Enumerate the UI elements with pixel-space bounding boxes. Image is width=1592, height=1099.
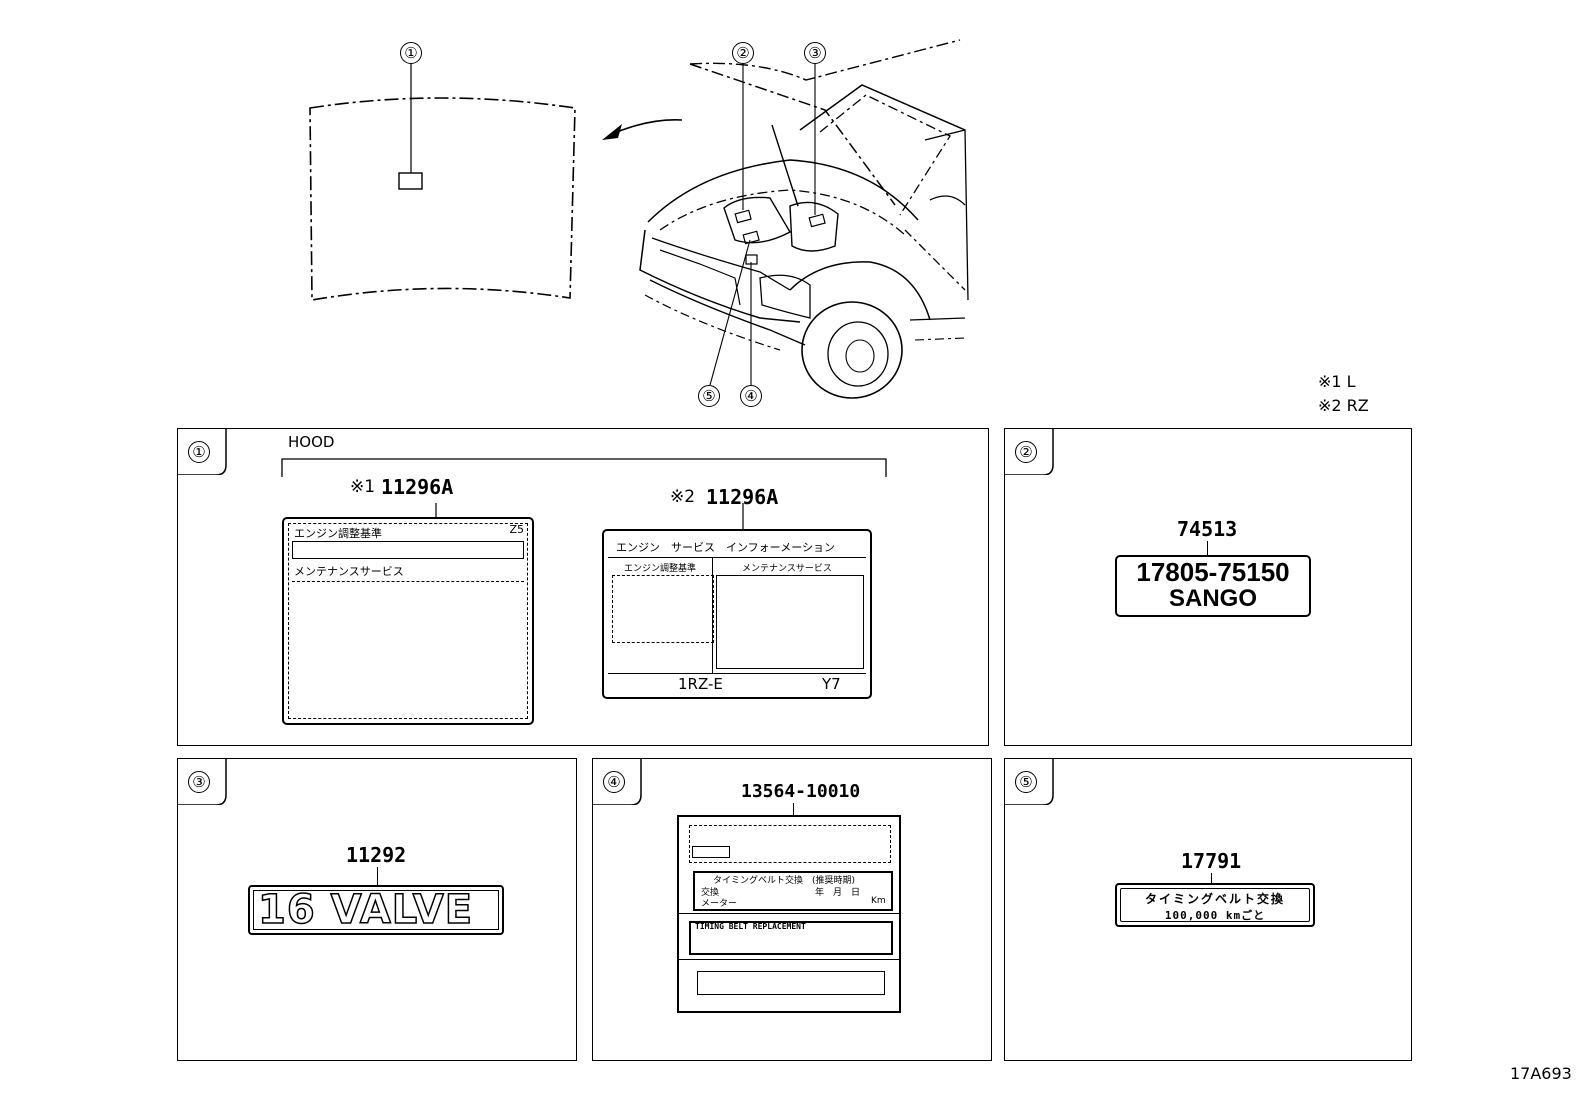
p4-row3b: Km	[871, 896, 886, 906]
label-74513: 17805-75150 SANGO	[1115, 555, 1311, 617]
panel-timing-belt-label: ⑤ 17791 タイミングベルト交換 100,000 kmごと	[1004, 758, 1412, 1061]
p4-row2a: 交換	[701, 888, 720, 898]
panel2-part-number: 74513	[1177, 517, 1238, 541]
panel-hood: ① HOOD ※1 11296A エンジン調整基準 Z5 メンテナンスサービス …	[177, 428, 989, 746]
callout-5-top: ⑤	[698, 385, 720, 407]
label-11296a-l: エンジン調整基準 Z5 メンテナンスサービス	[282, 517, 534, 725]
right-part-number: 11296A	[706, 485, 779, 509]
p4-row3a: メーター	[701, 899, 738, 909]
note-1: ※1 L	[1318, 372, 1356, 391]
label-17791: タイミングベルト交換 100,000 kmごと	[1115, 883, 1315, 927]
right-label-col1: エンジン調整基準	[624, 564, 697, 574]
hood-outline	[309, 97, 576, 301]
panel2-line2: SANGO	[1168, 585, 1257, 612]
direction-arrow	[611, 118, 683, 135]
right-label-engine: 1RZ-E	[678, 675, 723, 693]
panel3-part-number: 11292	[346, 843, 407, 867]
emblem-16-valve: 16 VALVE	[248, 885, 504, 935]
left-label-line2: メンテナンスサービス	[294, 565, 404, 578]
p5-line1: タイミングベルト交換	[1144, 892, 1285, 906]
panel-timing-belt-plate: ④ 13564-10010 タイミングベルト交換 (推奨時期) 交換 年 月 日…	[592, 758, 992, 1061]
callout-4-top: ④	[740, 385, 762, 407]
right-label-header: エンジン サービス インフォーメーション	[616, 541, 836, 554]
hood-bracket	[281, 458, 887, 529]
p4-row1: タイミングベルト交換 (推奨時期)	[713, 876, 856, 886]
callout-4: ④	[603, 771, 625, 793]
left-part-marker: ※1	[350, 477, 376, 497]
left-part-number: 11296A	[381, 475, 454, 499]
callout-3-top: ③	[804, 42, 826, 64]
p4-row2b: 年 月 日	[815, 888, 861, 898]
panel-exhaust-label: ② 74513 17805-75150 SANGO	[1004, 428, 1412, 746]
right-label-code: Y7	[822, 675, 841, 693]
left-label-line1: エンジン調整基準	[294, 527, 382, 540]
p5-line2: 100,000 kmごと	[1164, 909, 1266, 922]
callout-1-top: ①	[400, 42, 422, 64]
p4-row4: TIMING BELT REPLACEMENT	[695, 922, 806, 931]
front-wheel	[801, 301, 903, 399]
label-13564-10010: タイミングベルト交換 (推奨時期) 交換 年 月 日 メーター Km TIMIN…	[677, 815, 901, 1013]
hood-title: HOOD	[288, 433, 335, 451]
left-label-tag: Z5	[509, 523, 524, 536]
right-label-col2: メンテナンスサービス	[742, 564, 832, 574]
panel4-part-number: 13564-10010	[741, 781, 861, 802]
callout-1: ①	[188, 441, 210, 463]
drawing-id: 17A693	[1510, 1064, 1572, 1083]
callout-5: ⑤	[1015, 771, 1037, 793]
label-11296a-rz: エンジン サービス インフォーメーション エンジン調整基準 メンテナンスサービス…	[602, 529, 872, 699]
note-2: ※2 RZ	[1318, 396, 1369, 415]
callout-2: ②	[1015, 441, 1037, 463]
hood-label-location	[398, 172, 423, 190]
panel2-line1: 17805-75150	[1136, 557, 1290, 587]
right-part-marker: ※2	[670, 487, 696, 507]
panel5-part-number: 17791	[1181, 849, 1242, 873]
emblem-text: 16 VALVE	[257, 887, 474, 933]
callout-2-top: ②	[732, 42, 754, 64]
callout-3: ③	[188, 771, 210, 793]
panel-16-valve: ③ 11292 16 VALVE	[177, 758, 577, 1061]
